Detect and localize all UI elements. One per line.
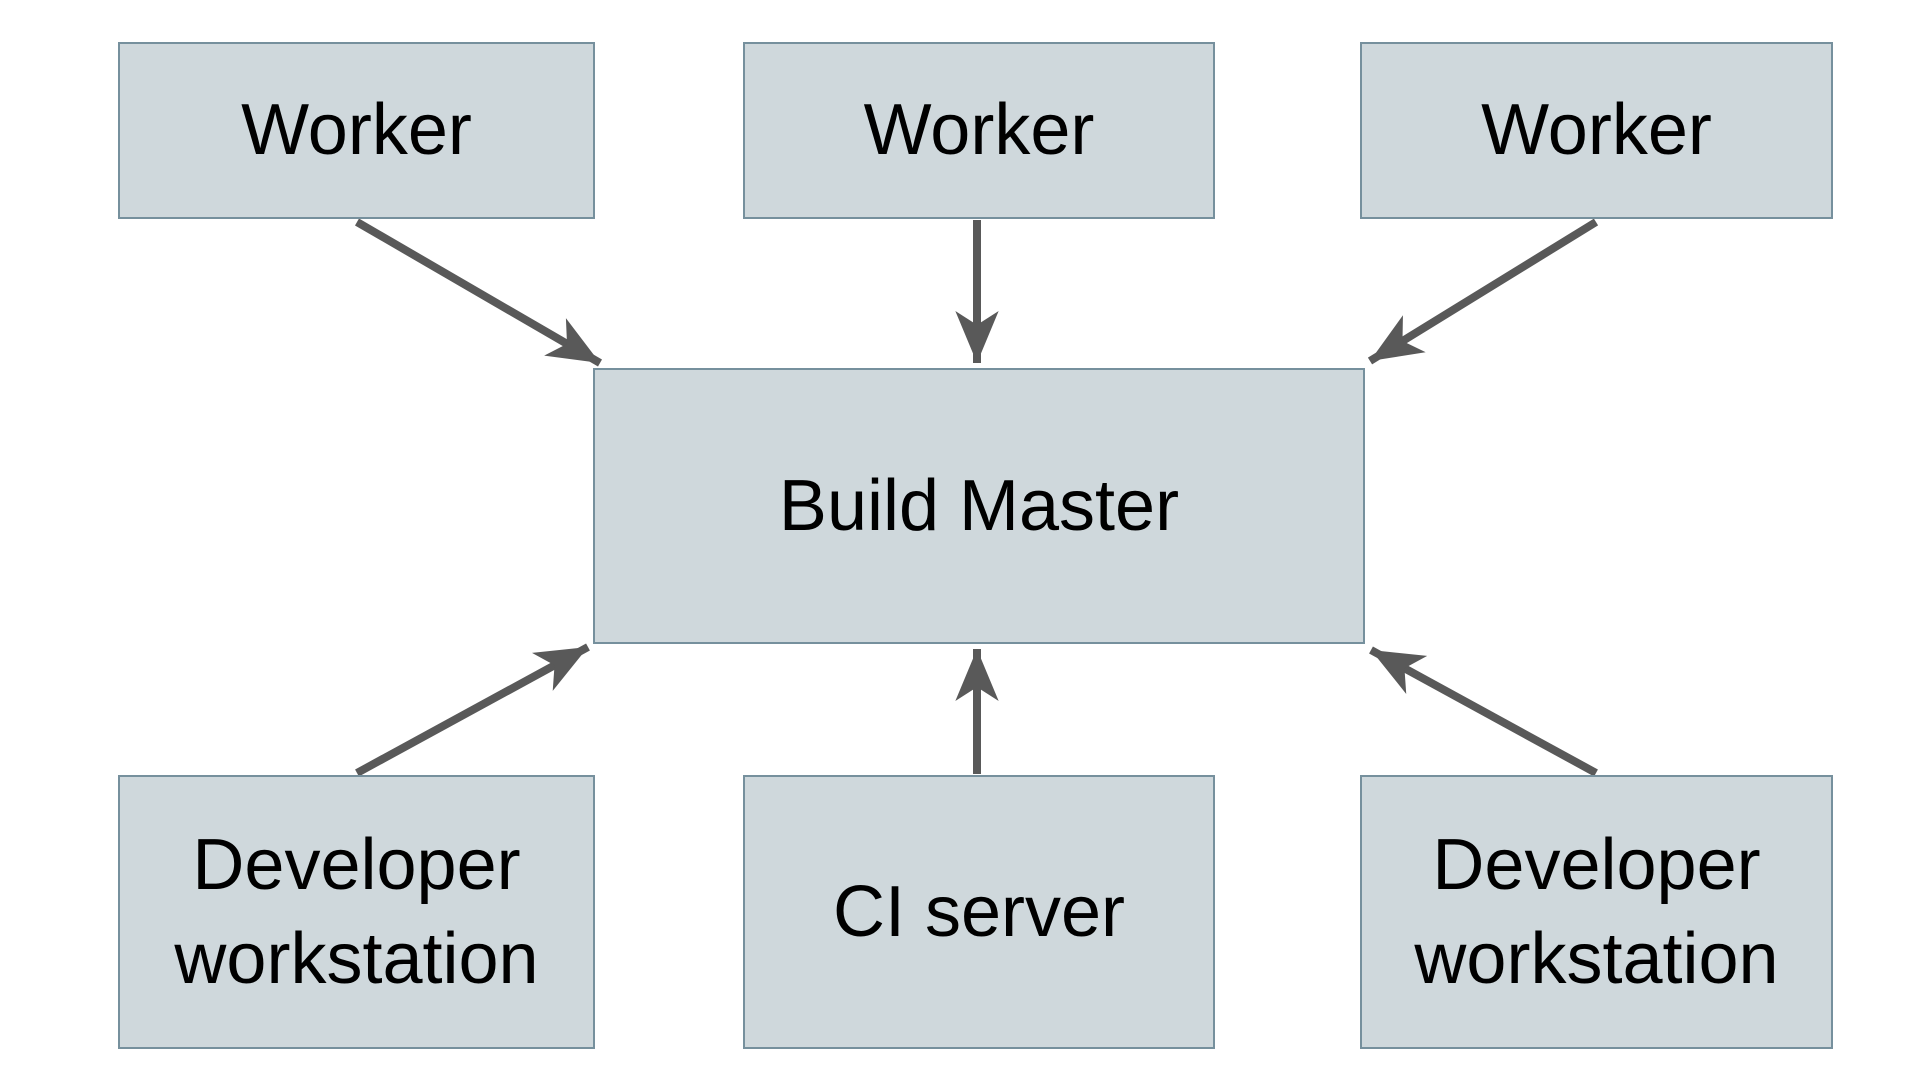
node-worker-top-center: Worker	[743, 42, 1215, 219]
arrow-worker-left-to-build-master	[354, 218, 603, 367]
arrow-worker-right-to-build-master	[1367, 218, 1599, 365]
node-developer-workstation-right: Developer workstation	[1360, 775, 1833, 1049]
node-label: CI server	[832, 871, 1126, 952]
node-label: Developer workstation	[174, 824, 539, 999]
node-label: Worker	[1481, 90, 1712, 171]
node-worker-top-right: Worker	[1360, 42, 1833, 219]
arrow-dev-left-to-build-master	[355, 643, 590, 777]
node-ci-server: CI server	[743, 775, 1215, 1049]
node-label: Developer workstation	[1414, 824, 1779, 999]
node-label: Build Master	[778, 465, 1180, 546]
node-build-master: Build Master	[593, 368, 1365, 644]
node-worker-top-left: Worker	[118, 42, 595, 219]
arrow-dev-right-to-build-master	[1369, 646, 1598, 777]
node-label: Worker	[241, 90, 472, 171]
node-label: Worker	[863, 90, 1095, 171]
node-developer-workstation-left: Developer workstation	[118, 775, 595, 1049]
